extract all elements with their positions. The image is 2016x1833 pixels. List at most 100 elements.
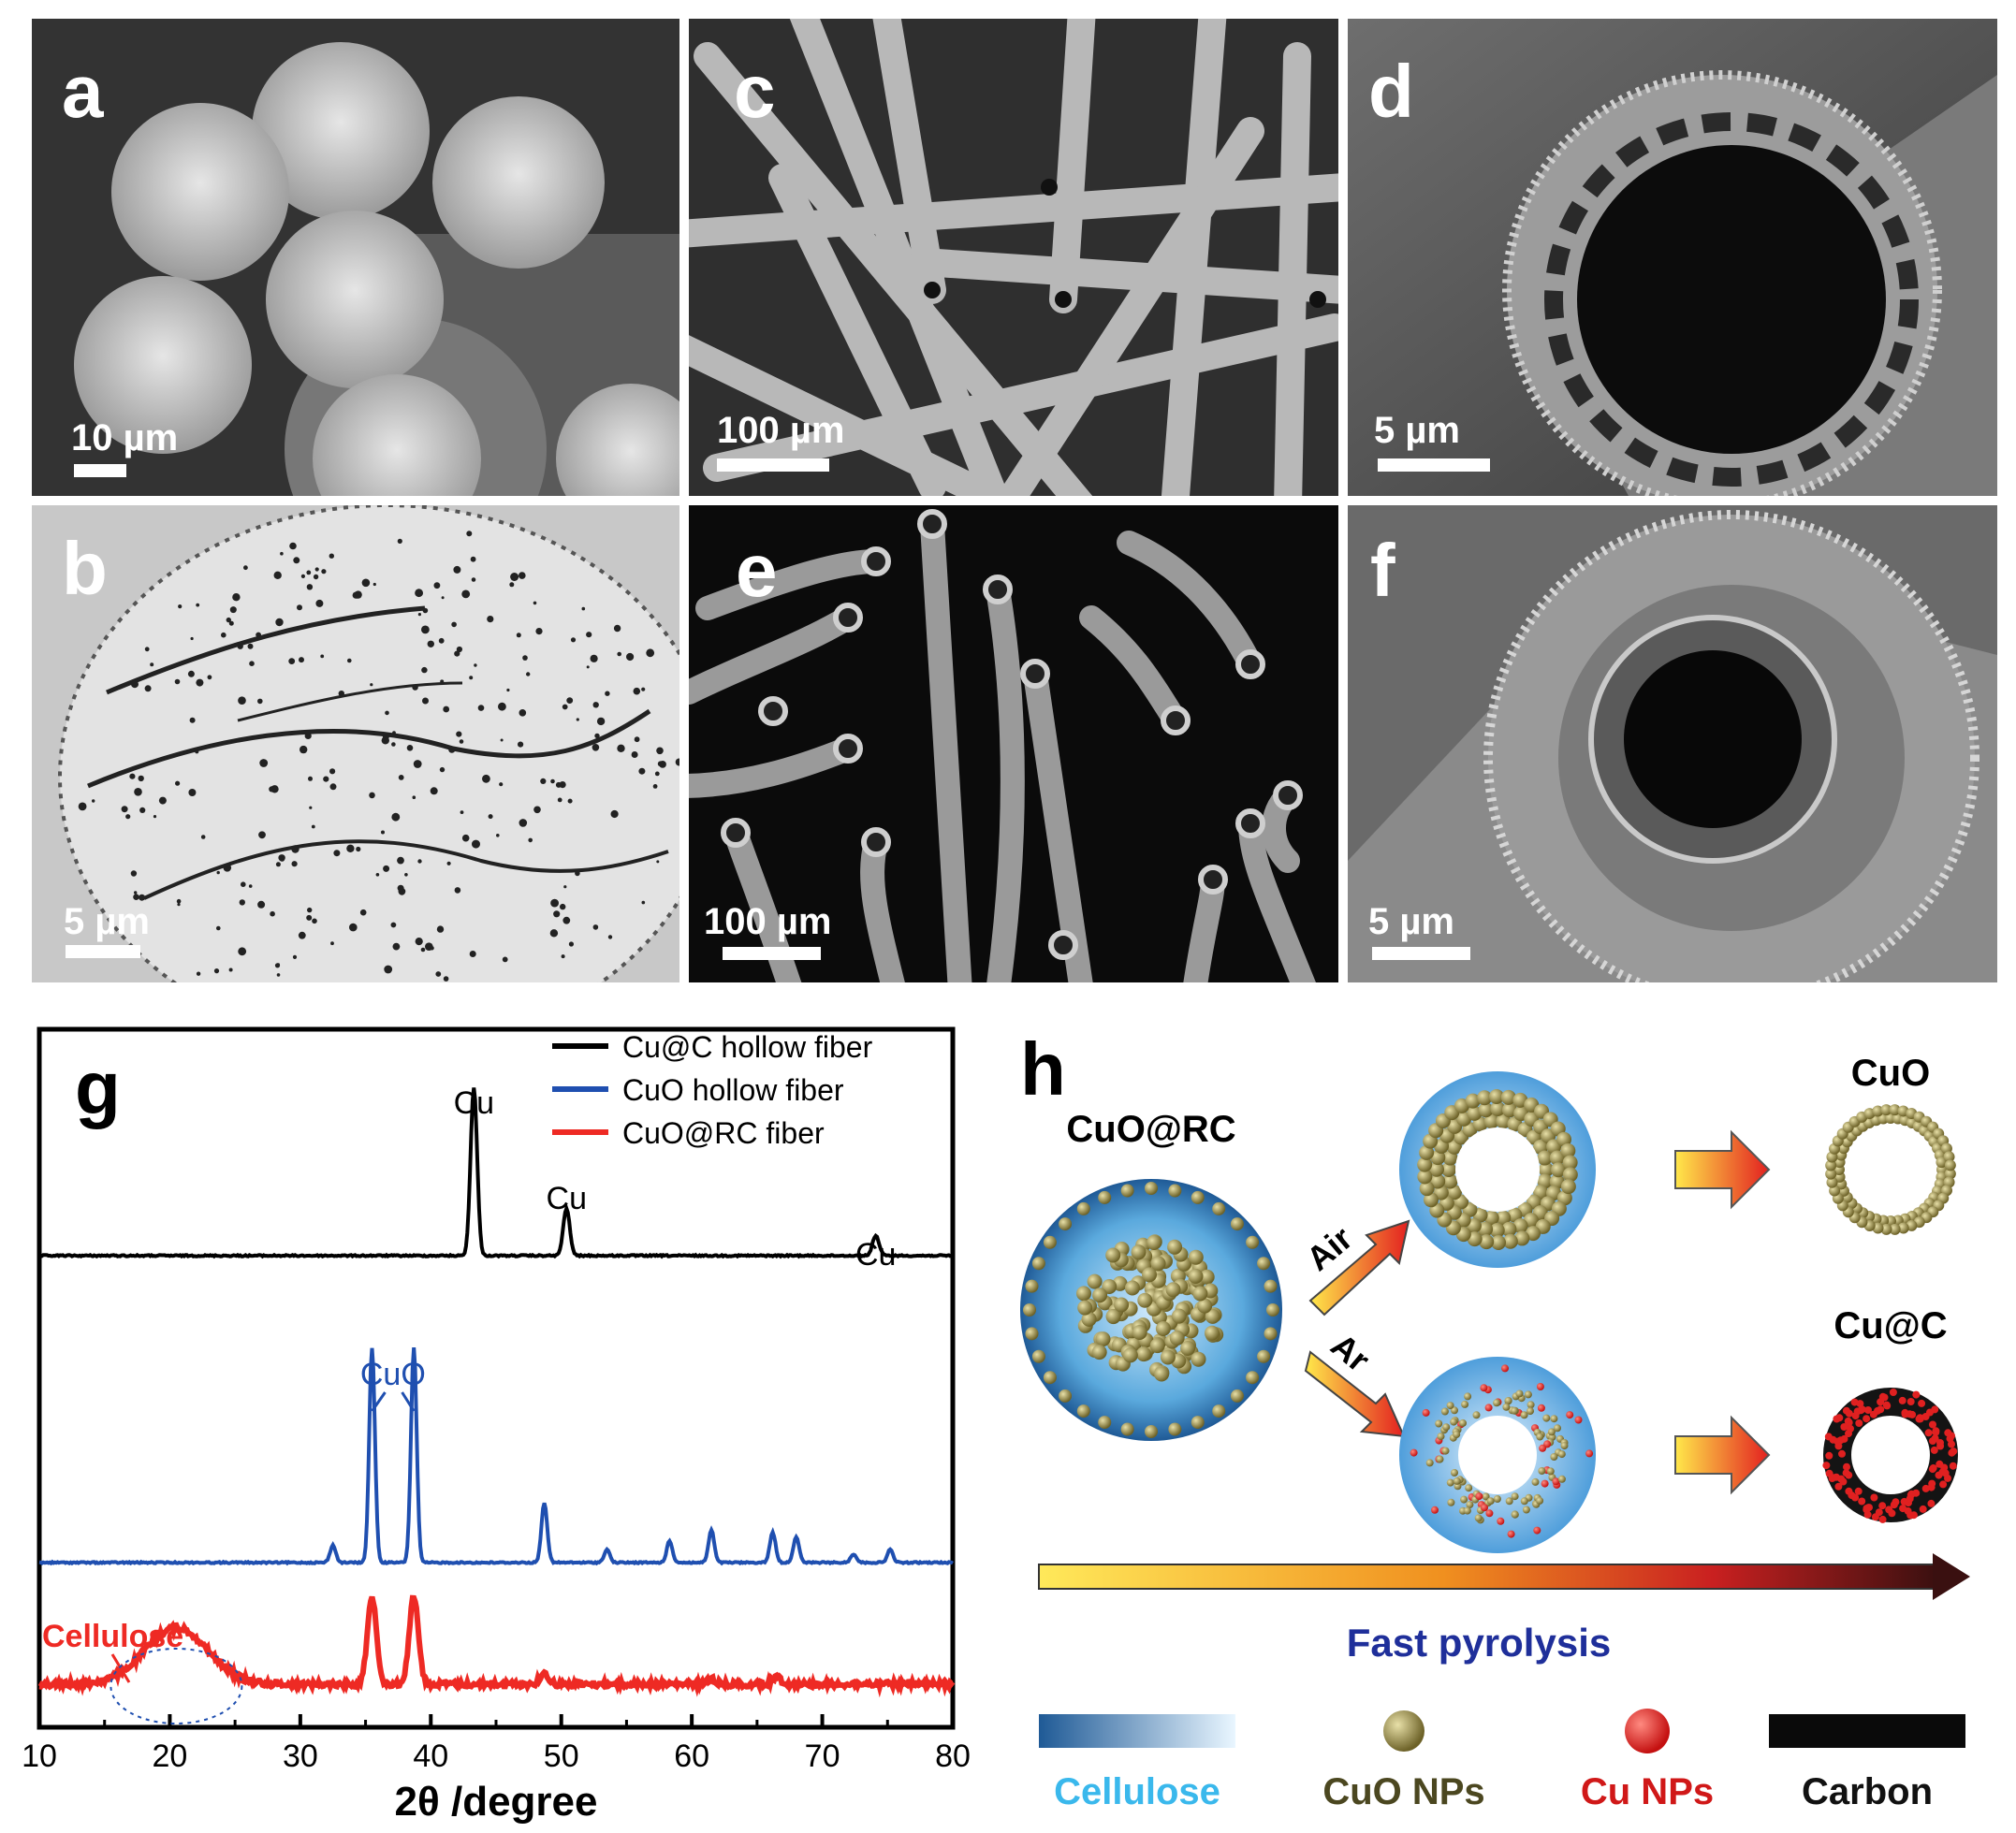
particle-dot [656, 747, 664, 755]
particle-dot [533, 601, 537, 605]
nanoparticle [1872, 1105, 1884, 1117]
nanoparticle [1246, 1235, 1260, 1249]
nanoparticle [1921, 1484, 1930, 1492]
legend-label-cuo-nps: CuO NPs [1322, 1771, 1484, 1812]
nanoparticle [1854, 1487, 1863, 1495]
nanoparticle [1943, 1151, 1955, 1163]
nanoparticle [1502, 1403, 1511, 1411]
particle-dot [241, 881, 246, 887]
cu-c-hole [1851, 1416, 1930, 1494]
particle-dot [390, 922, 397, 928]
particle-dot [248, 884, 253, 888]
nanoparticle [1889, 1389, 1897, 1396]
particle-dot [415, 938, 423, 946]
nanoparticle [1105, 1308, 1121, 1324]
particle-dot [333, 850, 341, 857]
scale-bar-d [1378, 458, 1490, 472]
particle-dot [433, 582, 441, 589]
legend-label-cu-nps: Cu NPs [1581, 1771, 1714, 1812]
nanoparticle [1417, 1169, 1433, 1185]
nanoparticle [1431, 1506, 1439, 1514]
particle-dot [581, 606, 586, 611]
nanoparticle [1169, 1331, 1185, 1346]
nanoparticle [1230, 1217, 1244, 1231]
nanoparticle [1948, 1440, 1955, 1448]
x-tick-label: 40 [413, 1738, 448, 1774]
micrograph-f-image [1348, 505, 1997, 982]
nanoparticle [1025, 1327, 1039, 1341]
nanoparticle [1150, 1256, 1166, 1272]
particle-dot [276, 963, 280, 967]
particle-dot [570, 637, 577, 643]
particle-dot [150, 662, 154, 667]
nanoparticle [1935, 1471, 1943, 1479]
annotation-cu: Cu [547, 1181, 587, 1216]
particle-dot [392, 731, 396, 735]
scale-bar-c [717, 458, 829, 472]
nanoparticle [1167, 1239, 1183, 1255]
nanoparticle [1511, 1492, 1519, 1501]
scale-bar-b [66, 945, 140, 958]
particle-dot [223, 864, 232, 872]
nanoparticle [1493, 1399, 1501, 1407]
nanoparticle [1835, 1414, 1844, 1422]
nanoparticle [1212, 1404, 1226, 1418]
nanoparticle [1467, 1105, 1483, 1121]
nanoparticle [1822, 1462, 1831, 1470]
particle-dot [247, 643, 254, 649]
particle-dot [139, 807, 146, 813]
nanoparticle [1419, 1181, 1435, 1197]
x-tick-label: 20 [153, 1738, 188, 1774]
nanoparticle [1500, 1089, 1516, 1105]
micrograph-a: a 10 µm [32, 19, 679, 496]
nanoparticle [1840, 1423, 1848, 1431]
nanoparticle [1878, 1502, 1887, 1510]
particle-dot [453, 565, 461, 574]
nanoparticle [1541, 1479, 1549, 1488]
nanoparticle [1155, 1321, 1171, 1336]
nanoparticle [1504, 1397, 1512, 1404]
plot-frame [37, 1026, 956, 1730]
particle-dot [633, 687, 641, 695]
nanoparticle [1192, 1286, 1208, 1302]
particle-dot [291, 845, 299, 853]
particle-dot [257, 698, 263, 705]
particle-dot [456, 646, 462, 653]
particle-dot [275, 618, 284, 627]
nanoparticle [1472, 1411, 1481, 1419]
particle-dot [533, 806, 541, 814]
particle-dot [613, 624, 621, 633]
particle-dot [196, 603, 200, 607]
particle-dot [299, 745, 308, 754]
nanoparticle [1122, 1347, 1138, 1363]
particle-dot [129, 773, 136, 779]
particle-dot [422, 697, 429, 705]
particle-dot [375, 873, 380, 877]
particle-dot [417, 859, 422, 864]
nanoparticle [1230, 1389, 1244, 1403]
nanoparticle [1880, 1223, 1892, 1235]
nanoparticle [1536, 1496, 1544, 1505]
x-tick-label: 50 [544, 1738, 579, 1774]
annotation-cellulose-circle [110, 1648, 243, 1724]
particle-dot [496, 834, 500, 837]
annotation-cuo: CuO [360, 1357, 426, 1392]
particle-dot [592, 744, 600, 751]
particle-dot [134, 788, 142, 796]
nanoparticle [1931, 1434, 1939, 1443]
particle-dot [436, 925, 445, 933]
particle-dot [133, 894, 139, 900]
particle-dot [641, 900, 646, 905]
nanoparticle [1145, 1182, 1158, 1195]
nanoparticle [1490, 1101, 1506, 1117]
particle-dot [626, 652, 635, 662]
nanoparticle [1539, 1162, 1554, 1177]
nanoparticle [1087, 1273, 1103, 1289]
scale-label-d: 5 µm [1374, 410, 1460, 451]
nanoparticle [1522, 1506, 1530, 1514]
particle-dot [273, 571, 282, 579]
particle-dot [384, 965, 393, 974]
nanoparticle [1845, 1430, 1852, 1438]
nanoparticle [1863, 1415, 1871, 1423]
